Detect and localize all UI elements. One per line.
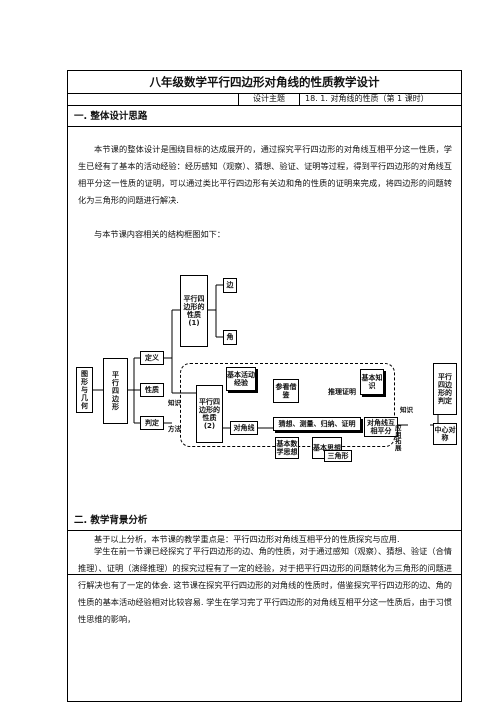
knowledge-left-label: 知识 [168,399,181,407]
angle-box: 角 [223,330,237,345]
topic-value: 18. 1. 对角线的性质（第 1 课时） [305,94,429,103]
property-box: 性质 [140,383,164,397]
parallelogram-box: 平行四边形 [103,358,128,424]
basic-experience-box: 基本活动经验 [226,367,256,391]
math-idea-box: 基本数学思想 [275,437,299,459]
lesson-table: 八年级数学平行四边形对角线的性质教学设计 设计主题 18. 1. 对角线的性质（… [67,70,462,702]
compare-box: 参看借鉴 [273,379,299,403]
diagonal-box: 对角线 [230,421,258,435]
definition-box: 定义 [140,351,164,365]
section1-paragraph-2: 与本节课内容相关的结构框图如下： [94,229,226,239]
section2-heading: 二. 教学背景分析 [68,511,461,531]
model-proof-label: 推理证明 [327,381,357,403]
section1-body: 本节课的整体设计是围绕目标的达成展开的，通过探究平行四边形的对角线互相平分这一性… [68,127,461,575]
section1-paragraph-3: 基于以上分析，本节课的教学重点是：平行四边形对角线互相平分的性质探究与应用. [94,534,400,544]
basic-knowledge-box: 基本知识 [360,369,384,395]
structure-diagram: 图形与几何 平行四边形 定义 性质 判定 平行四边形的性质(1) 边 角 知识 … [68,245,461,462]
process-box: 猜想、测量、归纳、证明 [273,417,361,431]
method-label: 方法 [168,425,181,433]
section2-body: 学生在前一节课已经探究了平行四边形的边、角的性质，对于通过感知（观察）、猜想、验… [68,531,461,701]
document-title: 八年级数学平行四边形对角线的性质教学设计 [68,71,461,94]
topic-row: 设计主题 18. 1. 对角线的性质（第 1 课时） [68,93,461,106]
props2-box: 平行四边形的性质(2) [196,385,223,443]
knowledge-right-label: 知识 [400,406,413,414]
bisect-box: 对角线互相平分 [364,417,398,437]
side-box: 边 [223,278,237,293]
geometry-box: 图形与几何 [76,367,93,413]
section1-paragraph-1: 本节课的整体设计是围绕目标的达成展开的，通过探究平行四边形的对角线互相平分这一性… [78,144,452,205]
section1-heading: 一. 整体设计思路 [68,107,461,127]
center-symmetry-box: 中心对称 [433,423,457,445]
judgement-box: 判定 [140,416,164,430]
section2-paragraph-1: 学生在前一节课已经探究了平行四边形的边、角的性质，对于通过感知（观察）、猜想、验… [78,546,452,624]
triangle-box: 三角形 [324,450,352,462]
topic-label: 设计主题 [238,93,300,105]
application-label: 应用拓展 [395,424,402,452]
judge-box: 平行四边形的判定 [433,363,457,415]
props1-box: 平行四边形的性质(1) [180,275,208,347]
